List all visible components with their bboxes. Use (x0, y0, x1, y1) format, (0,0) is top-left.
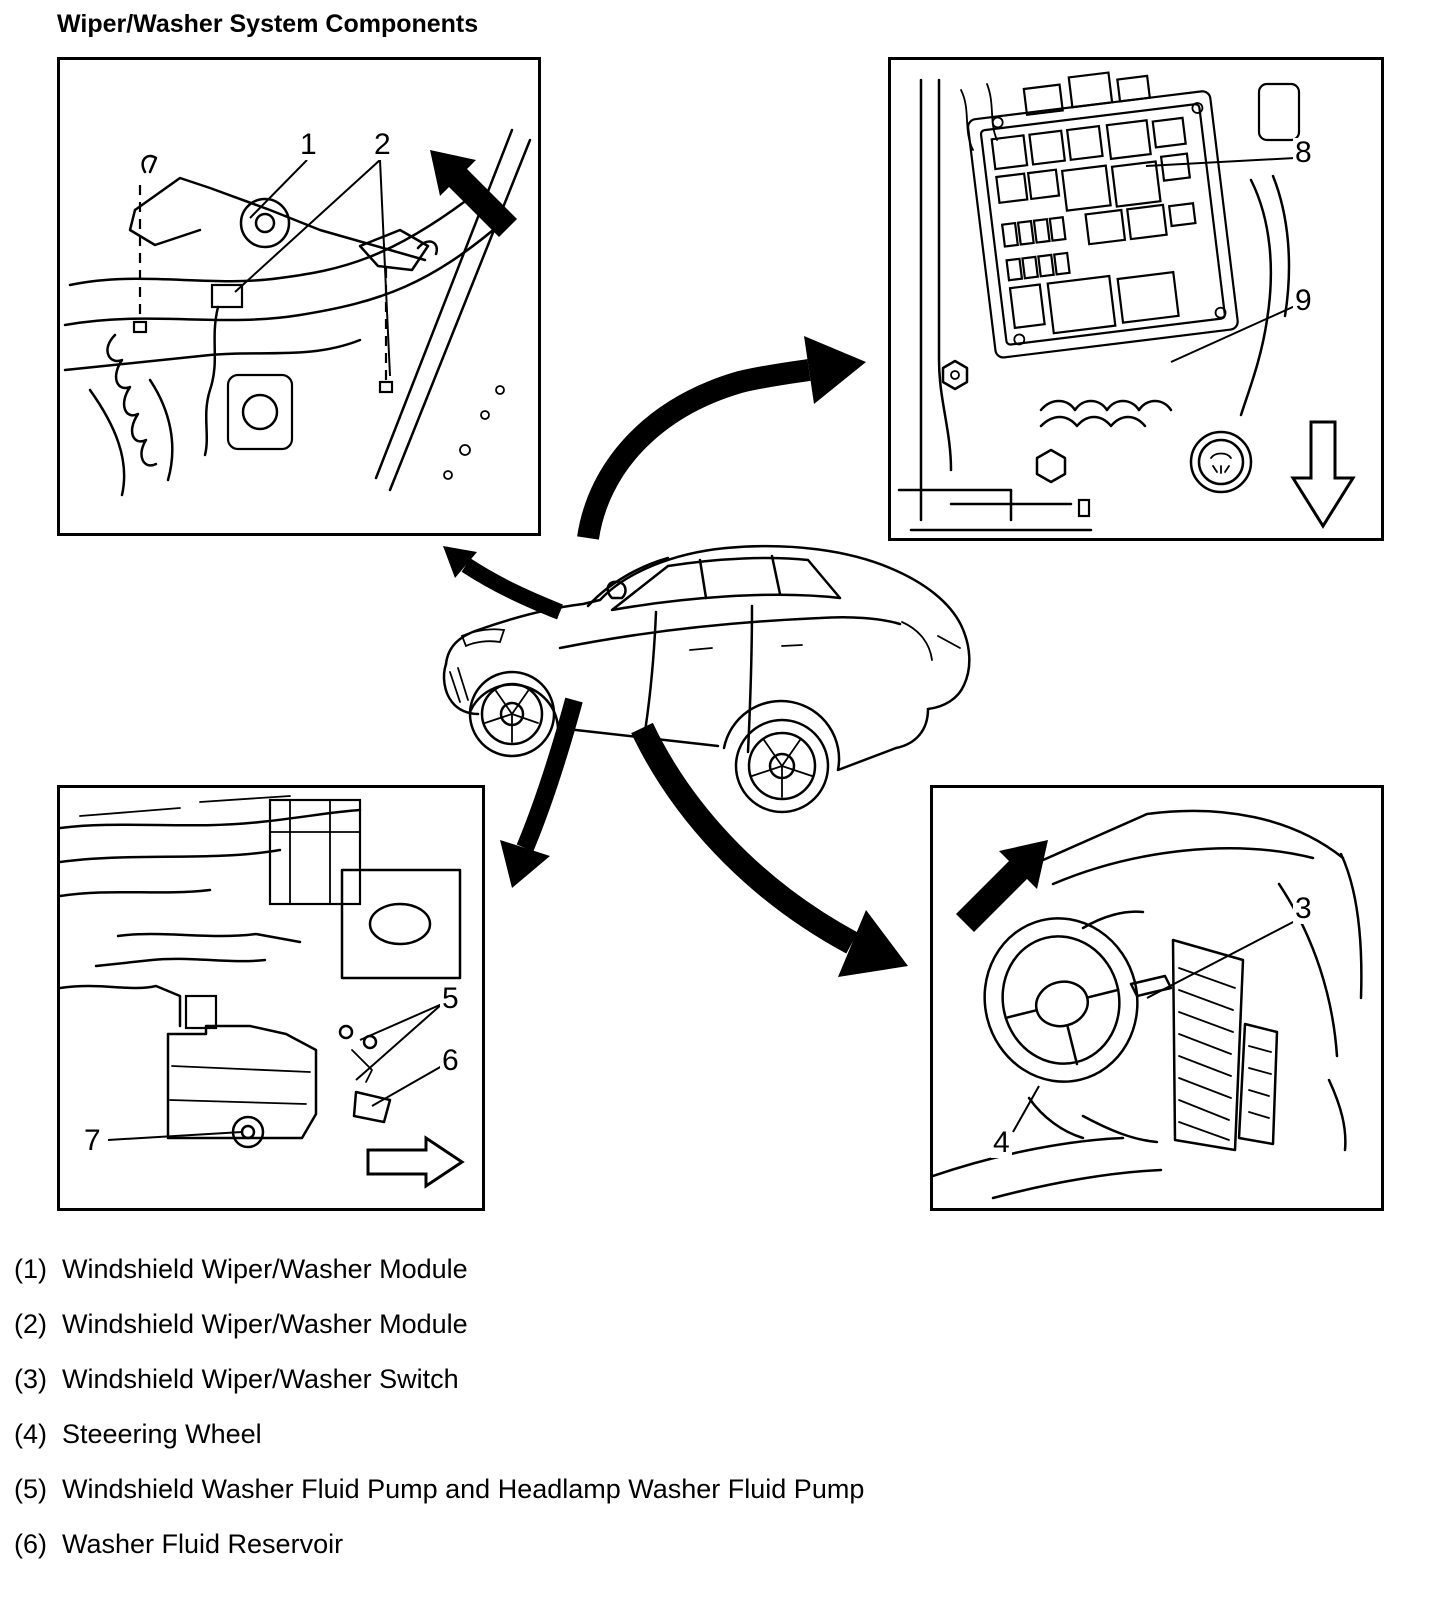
arrow-to-fuse-block-panel (577, 336, 866, 540)
panel-washer-reservoir: 5 6 7 (57, 785, 485, 1211)
wiper-linkage (128, 154, 439, 272)
component-legend: (1) Windshield Wiper/Washer Module (2) W… (14, 1254, 864, 1584)
steering-wheel-illustration (933, 809, 1363, 1200)
legend-label: Windshield Washer Fluid Pump and Headlam… (62, 1474, 865, 1504)
legend-number: (1) (14, 1254, 47, 1284)
legend-label: Steeering Wheel (62, 1419, 262, 1449)
legend-label: Windshield Wiper/Washer Module (62, 1254, 468, 1284)
washer-reservoir (166, 994, 318, 1149)
panel-wiper-module: 1 2 (57, 57, 541, 536)
arrow-to-steering-wheel-panel (631, 722, 908, 977)
arrow-to-washer-reservoir-panel (500, 697, 583, 888)
wiper-module-illustration (63, 128, 532, 497)
legend-item-6: (6) Washer Fluid Reservoir (14, 1529, 864, 1584)
callout-3: 3 (1293, 892, 1314, 925)
callout-2: 2 (372, 128, 393, 161)
legend-number: (3) (14, 1364, 47, 1394)
direction-arrow-northwest-icon (430, 150, 517, 237)
legend-item-3: (3) Windshield Wiper/Washer Switch (14, 1364, 864, 1419)
callout-7: 7 (82, 1124, 103, 1157)
legend-item-1: (1) Windshield Wiper/Washer Module (14, 1254, 864, 1309)
legend-item-2: (2) Windshield Wiper/Washer Module (14, 1309, 864, 1364)
fuse-block-illustration (897, 71, 1356, 532)
legend-item-4: (4) Steeering Wheel (14, 1419, 864, 1474)
legend-label: Windshield Wiper/Washer Switch (62, 1364, 459, 1394)
direction-arrow-northeast-icon (956, 840, 1048, 932)
callout-4: 4 (991, 1126, 1012, 1159)
washer-reservoir-illustration (60, 795, 465, 1189)
panel-underhood-fuse-block: 8 9 (888, 57, 1384, 541)
legend-number: (4) (14, 1419, 47, 1449)
callout-9: 9 (1293, 284, 1314, 317)
page-title: Wiper/Washer System Components (57, 10, 479, 38)
car-illustration (442, 544, 971, 814)
steering-wheel (983, 917, 1139, 1083)
callout-5: 5 (440, 982, 461, 1015)
legend-number: (2) (14, 1309, 47, 1339)
legend-item-5: (5) Windshield Washer Fluid Pump and Hea… (14, 1474, 864, 1529)
callout-1: 1 (298, 128, 319, 161)
fuse-block (967, 71, 1239, 359)
arrow-to-wiper-module-panel (443, 546, 563, 620)
direction-arrow-right-icon (366, 1135, 465, 1189)
callout-8: 8 (1293, 136, 1314, 169)
legend-number: (6) (14, 1529, 47, 1559)
direction-arrow-down-icon (1290, 420, 1356, 529)
legend-label: Windshield Wiper/Washer Module (62, 1309, 468, 1339)
legend-label: Washer Fluid Reservoir (62, 1529, 344, 1559)
panel-steering-wheel: 3 4 (930, 785, 1384, 1211)
callout-6: 6 (440, 1044, 461, 1077)
legend-number: (5) (14, 1474, 47, 1504)
wiper-washer-switch-stalk (1129, 974, 1173, 998)
